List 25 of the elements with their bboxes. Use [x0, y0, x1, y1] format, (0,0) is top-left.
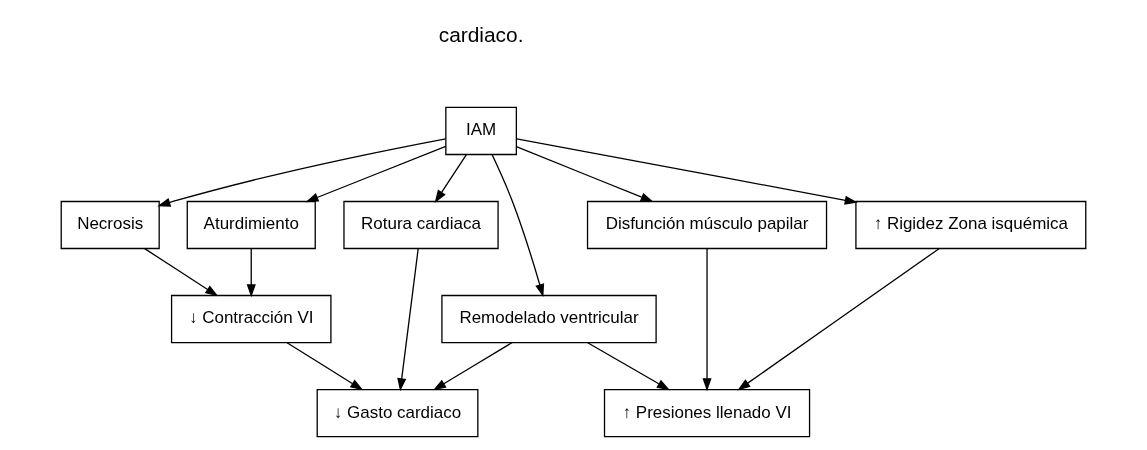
arrow: [516, 138, 858, 205]
node-box: Aturdimiento: [186, 200, 316, 250]
arrow: [434, 154, 467, 203]
arrow: [702, 248, 712, 392]
node-box: IAM: [445, 106, 517, 156]
arrow: [587, 342, 670, 391]
node-box: Remodelado ventricular: [441, 294, 657, 344]
node-box: ↓ Gasto cardiaco: [316, 388, 479, 438]
node-box: ↑ Presiones llenado VI: [603, 388, 811, 438]
arrow: [305, 145, 447, 203]
arrow: [737, 248, 940, 391]
arrow: [397, 248, 419, 392]
label: cardiaco.: [438, 22, 524, 46]
arrow: [433, 342, 513, 391]
arrow: [246, 248, 256, 298]
node-box: Necrosis: [60, 200, 160, 250]
arrow: [515, 145, 654, 203]
node-box: Rotura cardiaca: [343, 200, 499, 250]
node-box: ↓ Contracción VI: [170, 294, 332, 344]
arrow: [144, 248, 219, 297]
node-box: ↑ Rigidez Zona isquémica: [855, 200, 1087, 250]
arrow: [157, 138, 447, 207]
arrow: [491, 154, 545, 298]
node-box: Disfunción músculo papilar: [586, 200, 828, 250]
arrow: [286, 342, 364, 391]
